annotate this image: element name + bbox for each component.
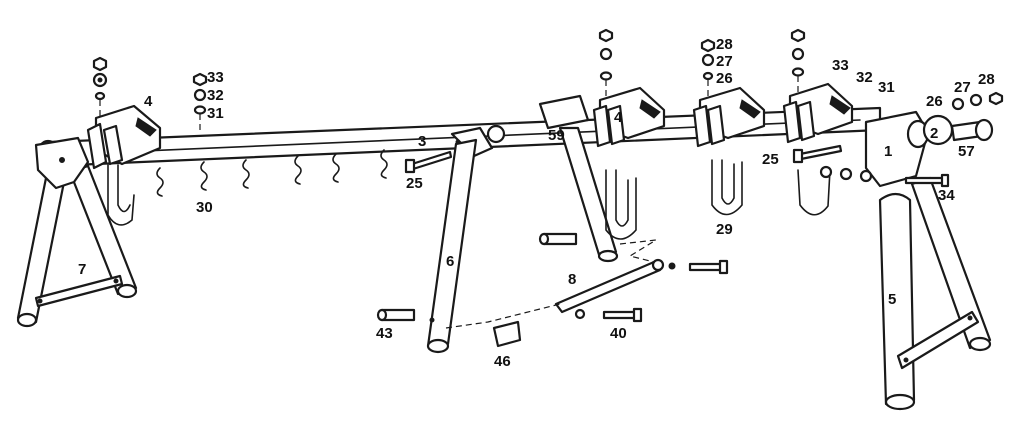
seat-bracket-right	[782, 82, 854, 216]
callout-25-right: 25	[762, 151, 779, 168]
s-hooks-row	[156, 149, 388, 197]
right-corner-fitting	[864, 110, 994, 188]
callout-28-right: 28	[978, 71, 995, 88]
callout-59: 59	[548, 127, 565, 144]
callout-26-right: 26	[926, 93, 943, 110]
callout-8: 8	[568, 271, 576, 288]
left-brace-7	[34, 274, 124, 308]
pin-43	[376, 308, 416, 322]
callout-28-center: 28	[716, 36, 733, 53]
right-hardware-bolt-washers	[819, 165, 950, 188]
callout-31-left: 31	[207, 105, 224, 122]
right-a-frame	[878, 176, 992, 411]
callout-6: 6	[446, 253, 454, 270]
callout-31-right: 31	[878, 79, 895, 96]
top-right-washers	[951, 91, 1004, 111]
callout-29: 29	[716, 221, 733, 238]
callout-7: 7	[78, 261, 86, 278]
seat-bracket-4b	[592, 86, 666, 240]
callout-4-left: 4	[144, 93, 153, 110]
seat-bracket-29	[692, 86, 766, 216]
left-bracket-hardware	[92, 56, 108, 118]
callout-26-center: 26	[716, 70, 733, 87]
callout-4-center: 4	[614, 109, 623, 126]
callout-57: 57	[958, 143, 975, 160]
callout-27-center: 27	[716, 53, 733, 70]
pin-upper	[538, 232, 578, 246]
hardware-stack-28-27-26	[700, 38, 716, 96]
callout-5: 5	[888, 291, 896, 308]
right-brace	[896, 310, 980, 370]
callout-30: 30	[196, 199, 213, 216]
callout-27-right: 27	[954, 79, 971, 96]
bolt-25-left	[404, 150, 453, 174]
left-seat-bracket	[86, 104, 162, 226]
callout-32-left: 32	[207, 87, 224, 104]
bolt-34	[904, 176, 946, 185]
hardware-stack-right-bracket	[790, 28, 806, 92]
center-top-bracket	[538, 94, 619, 263]
bolt-25-right	[792, 144, 843, 164]
callout-3: 3	[418, 133, 426, 150]
hardware-stack-center	[598, 28, 614, 98]
bracket-46	[492, 320, 522, 348]
callout-43: 43	[376, 325, 393, 342]
bolt-upper-right	[668, 259, 729, 275]
callout-40: 40	[610, 325, 627, 342]
callout-33-left: 33	[207, 69, 224, 86]
callout-25-left: 25	[406, 175, 423, 192]
callout-1: 1	[884, 143, 892, 160]
callout-46: 46	[494, 353, 511, 370]
center-leg	[426, 124, 506, 354]
callout-2: 2	[930, 125, 938, 142]
bolt-40	[574, 307, 643, 323]
callout-34: 34	[938, 187, 955, 204]
callout-32-right: 32	[856, 69, 873, 86]
left-a-frame	[16, 136, 138, 328]
crossbar-8	[554, 258, 665, 314]
nut-washer-stack-middle	[192, 72, 208, 132]
callout-33-right: 33	[832, 57, 849, 74]
